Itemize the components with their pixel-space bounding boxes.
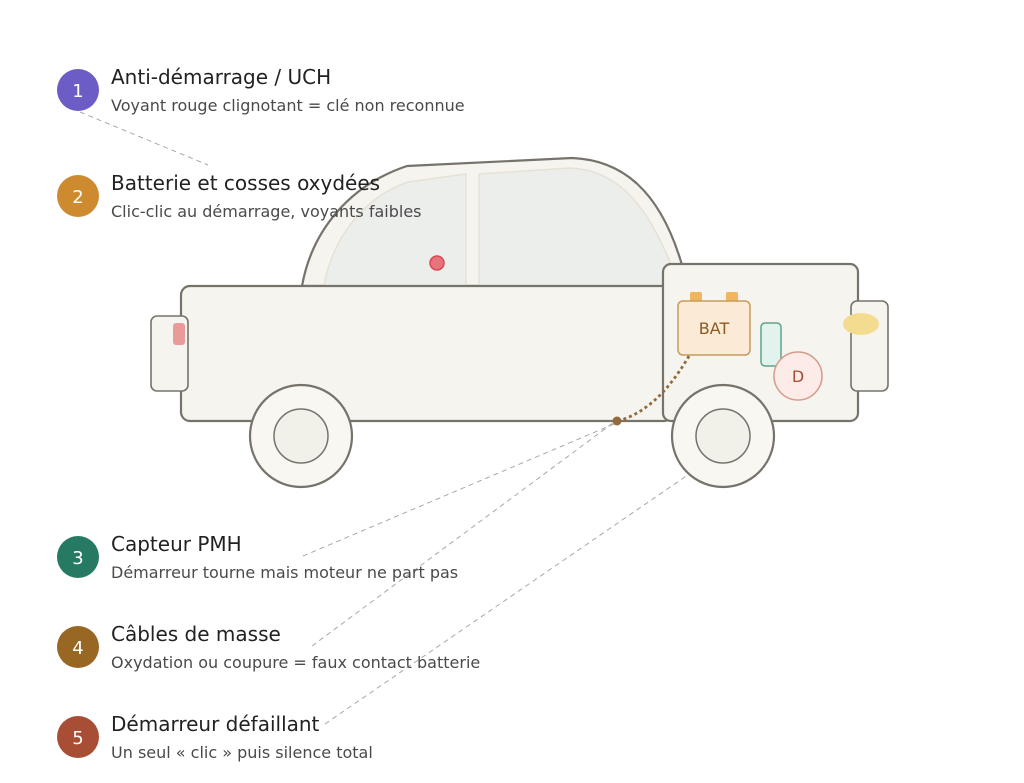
callout-4: 4 Câbles de masse Oxydation ou coupure =… xyxy=(57,622,480,672)
car-body xyxy=(179,284,675,423)
rear-wheel-hub xyxy=(273,408,329,464)
ground-point xyxy=(612,416,622,426)
callout-description-2: Clic-clic au démarrage, voyants faibles xyxy=(111,202,422,221)
callout-badge-4 xyxy=(57,626,99,668)
battery xyxy=(677,300,751,356)
callout-number-5: 5 xyxy=(72,728,83,749)
callout-badge-2 xyxy=(57,175,99,217)
starter-label: D xyxy=(792,367,804,386)
car-front-window xyxy=(478,167,671,287)
callout-number-4: 4 xyxy=(72,638,83,659)
callout-3: 3 Capteur PMH Démarreur tourne mais mote… xyxy=(57,532,458,582)
callout-1: 1 Anti-démarrage / UCH Voyant rouge clig… xyxy=(57,65,465,115)
callout-title-3: Capteur PMH xyxy=(111,532,242,556)
starter-motor xyxy=(773,351,823,401)
car-illustration: BAT D xyxy=(150,156,889,489)
callout-description-3: Démarreur tourne mais moteur ne part pas xyxy=(111,563,458,582)
leader-line-4 xyxy=(311,419,618,647)
leader-line-3 xyxy=(302,361,761,557)
tail-light xyxy=(173,323,185,345)
callout-title-4: Câbles de masse xyxy=(111,622,281,646)
callout-title-5: Démarreur défaillant xyxy=(111,712,320,736)
battery-label: BAT xyxy=(699,319,730,338)
callout-description-4: Oxydation ou coupure = faux contact batt… xyxy=(111,653,480,672)
ground-cable xyxy=(617,355,691,423)
callout-description-5: Un seul « clic » puis silence total xyxy=(111,743,373,762)
callout-number-2: 2 xyxy=(72,187,83,208)
callout-number-3: 3 xyxy=(72,548,83,569)
callout-badge-5 xyxy=(57,716,99,758)
callout-title-1: Anti-démarrage / UCH xyxy=(111,65,331,89)
callout-5: 5 Démarreur défaillant Un seul « clic » … xyxy=(57,712,373,762)
callout-number-1: 1 xyxy=(72,81,83,102)
front-wheel-hub xyxy=(695,408,751,464)
callout-description-1: Voyant rouge clignotant = clé non reconn… xyxy=(111,96,465,115)
callout-badge-1 xyxy=(57,69,99,111)
callout-title-2: Batterie et cosses oxydées xyxy=(111,171,380,195)
crankshaft-sensor xyxy=(760,322,782,367)
immobilizer-warning-light xyxy=(429,255,445,271)
callout-badge-3 xyxy=(57,536,99,578)
headlight xyxy=(843,313,879,335)
car-rear-window xyxy=(323,173,467,287)
callout-2: 2 Batterie et cosses oxydées Clic-clic a… xyxy=(57,171,422,221)
leader-line-1 xyxy=(79,111,209,166)
